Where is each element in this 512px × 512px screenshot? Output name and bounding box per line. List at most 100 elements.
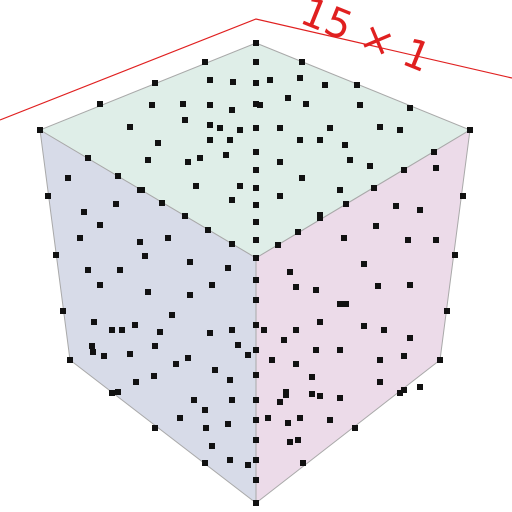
cube-dot — [253, 125, 259, 131]
cube-dot — [341, 235, 347, 241]
cube-dot — [245, 462, 251, 468]
cube-dot — [253, 80, 259, 86]
cube-dot — [277, 193, 283, 199]
cube-dot — [109, 327, 115, 333]
cube-dot — [313, 347, 319, 353]
cube-dot — [235, 342, 241, 348]
cube-dot — [433, 237, 439, 243]
cube-dot — [327, 417, 333, 423]
cube-dot — [265, 415, 271, 421]
cube-dot — [253, 101, 259, 107]
cube-dot — [45, 193, 51, 199]
cube-dot — [151, 373, 157, 379]
cube-dot — [253, 59, 259, 65]
cube-dot — [113, 201, 119, 207]
cube-dot — [173, 361, 179, 367]
cube-dot — [253, 277, 259, 283]
cube-dot — [313, 287, 319, 293]
cube-dot — [405, 237, 411, 243]
cube-dot — [127, 351, 133, 357]
cube-dot — [367, 163, 373, 169]
cube-dot — [361, 323, 367, 329]
cube-dot — [145, 289, 151, 295]
cube-dot — [85, 155, 91, 161]
cube-dot — [381, 327, 387, 333]
cube-dot — [253, 437, 259, 443]
cube-dot — [343, 301, 349, 307]
cube-dot — [337, 301, 343, 307]
cube-dot — [182, 117, 188, 123]
cube-dot — [293, 361, 299, 367]
cube-dot — [53, 252, 59, 258]
cube-dot — [159, 200, 165, 206]
cube-dot — [152, 425, 158, 431]
cube-dot — [229, 241, 235, 247]
cube-dot — [90, 349, 96, 355]
cube-dot — [225, 265, 231, 271]
cube-dot — [165, 235, 171, 241]
cube-dot — [253, 457, 259, 463]
cube-dot — [253, 202, 259, 208]
cube-dot — [467, 127, 473, 133]
cube-dot — [267, 77, 273, 83]
cube-dot — [357, 102, 363, 108]
cube-dot — [230, 79, 236, 85]
cube-dot — [417, 384, 423, 390]
cube-dot — [207, 102, 213, 108]
cube-dot — [253, 149, 259, 155]
cube-dot — [275, 242, 281, 248]
cube-dot — [322, 82, 328, 88]
cube-dot — [60, 308, 66, 314]
cube-dot — [317, 212, 323, 218]
cube-dot — [407, 282, 413, 288]
cube-dot — [253, 185, 259, 191]
cube-dot — [169, 312, 175, 318]
cube-dot — [337, 347, 343, 353]
cube-dot — [65, 175, 71, 181]
cube-dot — [223, 152, 229, 158]
cube-dot — [437, 357, 443, 363]
cube-dot — [253, 237, 259, 243]
cube-dot — [295, 229, 301, 235]
cube-dot — [293, 327, 299, 333]
cube-dot — [444, 308, 450, 314]
cube-dot — [297, 415, 303, 421]
cube-dot — [139, 187, 145, 193]
cube-dot — [191, 397, 197, 403]
cube-dot — [299, 59, 305, 65]
cube-dot — [133, 379, 139, 385]
cube-dot — [377, 124, 383, 130]
cube-dot — [209, 282, 215, 288]
cube-dot — [401, 387, 407, 393]
cube-dot — [337, 395, 343, 401]
cube-dot — [303, 101, 309, 107]
cube-dot — [187, 259, 193, 265]
cube-dot — [417, 207, 423, 213]
cube-dot — [119, 327, 125, 333]
cube-dot — [89, 343, 95, 349]
cube-dot — [229, 197, 235, 203]
cube-dot — [257, 102, 263, 108]
cube-dot — [253, 347, 259, 353]
cube-dot — [212, 367, 218, 373]
cube-dot — [85, 267, 91, 273]
cube-dot — [245, 352, 251, 358]
cube-dot — [277, 125, 283, 131]
cube-dot — [253, 500, 259, 506]
cube-dot — [253, 322, 259, 328]
cube-dot — [375, 283, 381, 289]
cube-dot — [373, 223, 379, 229]
cube-dot — [109, 390, 115, 396]
cube-dot — [377, 357, 383, 363]
cube-dot — [185, 159, 191, 165]
cube-dot — [202, 460, 208, 466]
cube-dot — [393, 203, 399, 209]
cube-dot — [137, 239, 143, 245]
cube-dot — [285, 95, 291, 101]
cube-dot — [237, 183, 243, 189]
cube-dot — [193, 183, 199, 189]
cube-dot — [101, 353, 107, 359]
cube-dot — [155, 140, 161, 146]
cube-dot — [253, 397, 259, 403]
cube-dot — [261, 327, 267, 333]
